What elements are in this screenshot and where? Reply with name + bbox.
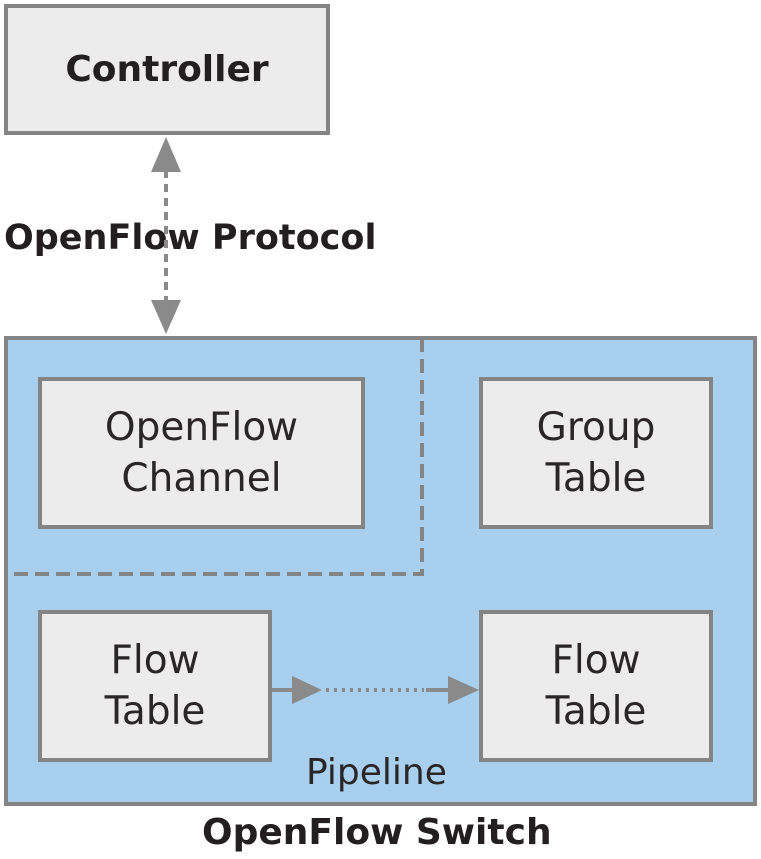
controller-box: Controller [4, 4, 330, 135]
protocol-arrow-head-down [151, 300, 181, 334]
channel-label-line2: Channel [121, 456, 282, 501]
switch-label: OpenFlow Switch [202, 812, 552, 853]
flow-table-2-label-line1: Flow [551, 638, 641, 683]
group-table-box: Group Table [479, 377, 713, 529]
openflow-channel-box: OpenFlow Channel [38, 377, 365, 529]
pipeline-arrow-1-head [292, 676, 322, 704]
controller-label: Controller [65, 49, 269, 90]
flow-table-box-1: Flow Table [38, 610, 272, 762]
flow-table-2-label-line2: Table [545, 689, 647, 734]
pipeline-arrow-2-head [448, 676, 479, 704]
flow-table-1-label-line2: Table [104, 689, 206, 734]
flow-table-1-label-line1: Flow [110, 638, 200, 683]
protocol-label: OpenFlow Protocol [4, 218, 377, 258]
protocol-arrow-head-up [151, 137, 181, 172]
channel-label-line1: OpenFlow [104, 405, 299, 450]
group-table-label-line2: Table [545, 456, 647, 501]
channel-dashed-boundary [6, 338, 424, 576]
pipeline-label: Pipeline [306, 752, 447, 793]
group-table-label-line1: Group [536, 405, 656, 450]
flow-table-box-2: Flow Table [479, 610, 713, 762]
